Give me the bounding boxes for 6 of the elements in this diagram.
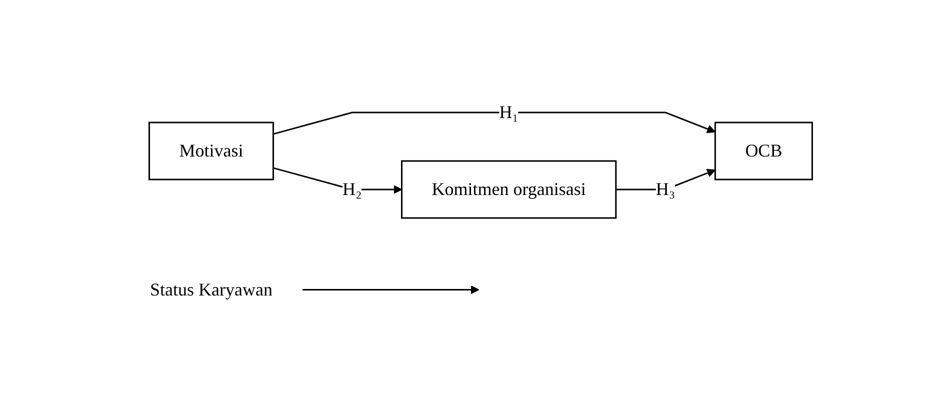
process-box: Komitmen organisasi bbox=[401, 160, 618, 219]
process-box: Motivasi bbox=[148, 122, 274, 180]
arrow bbox=[273, 112, 716, 135]
node-label: Status Karyawan bbox=[150, 279, 273, 300]
arrow bbox=[302, 285, 480, 294]
process-box: OCB bbox=[714, 122, 814, 180]
